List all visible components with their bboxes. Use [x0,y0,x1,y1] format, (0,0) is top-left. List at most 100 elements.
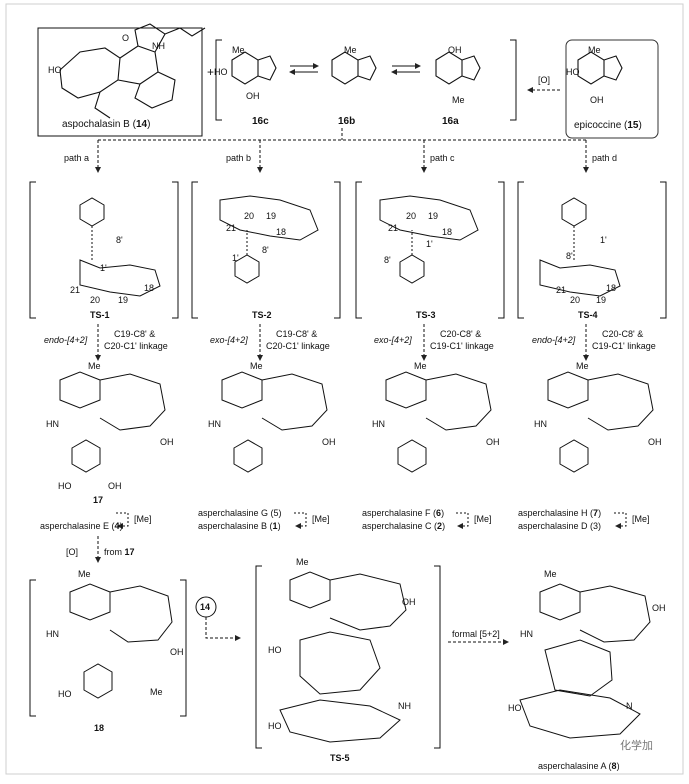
ts2-atom: 8' [262,245,269,255]
ts1-label: TS-1 [90,310,110,320]
atom-ho: HO [214,67,228,77]
ts-brackets [29,181,667,319]
reaction-b-link2: C20-C1' linkage [266,341,330,351]
ts3-atom: 19 [428,211,439,221]
ts3-atom: 21 [388,223,399,233]
atom-nh: HN [520,629,533,639]
product-17-label: 17 [93,495,104,505]
methylation-a: [Me] [134,514,152,524]
oxidation-label: [O] [538,75,551,85]
plus-sign: + [207,65,215,79]
atom-me: Me [232,45,245,55]
ts2-atom: 21 [226,223,237,233]
atom-oh: OH [170,647,184,657]
ts4-atom: 1' [600,235,607,245]
reaction-b-link1: C19-C8' & [276,329,318,339]
asperchalasine-d-label: asperchalasine D (3) [518,521,602,531]
ts1-atom: 20 [90,295,101,305]
asperchalasine-h-label: asperchalasine H (7) [518,508,602,518]
watermark: 化学加 [620,740,653,752]
atom-ho: HO [268,721,282,731]
path-b-label: path b [226,153,252,163]
ts1-atom: 1' [100,263,107,273]
asperchalasine-g-label: asperchalasine G (5) [198,508,282,518]
atom-me: Me [414,361,427,371]
reaction-c-link2: C19-C1' linkage [430,341,494,351]
atom-nh: N [626,701,633,711]
atom-nh: NH [398,701,411,711]
atom-nh: HN [534,419,547,429]
ts1-atom: 8' [116,235,123,245]
aspochalasin-label: aspochalasin B (14) [62,119,151,130]
product-sketches [59,371,654,473]
atom-me: Me [250,361,263,371]
asperchalasine-f-label: asperchalasine F (6) [362,508,445,518]
ts2-atom: 18 [276,227,287,237]
atom-oh: OH [160,437,174,447]
atom-oh: OH [402,597,416,607]
atom-oh: OH [590,95,604,105]
epicoccine-label: epicoccine (15) [574,120,642,131]
atom-oh: OH [448,45,462,55]
ts4-label: TS-4 [578,310,598,320]
reaction-a-link1: C19-C8' & [114,329,156,339]
ts3-atom: 8' [384,255,391,265]
asperchalasine-c-label: asperchalasine C (2) [362,521,446,531]
ts5-label: TS-5 [330,753,350,763]
atom-ho: HO [268,645,282,655]
reaction-d-type: endo-[4+2] [532,335,576,345]
bottom-sketches [69,571,651,743]
atom-me: Me [344,45,357,55]
reagent-14-label: 14 [200,602,211,612]
ts4-atom: 20 [570,295,581,305]
compound-18-label: 18 [94,723,105,733]
atom-nh: HN [372,419,385,429]
atom-nh: HN [46,629,59,639]
reaction-b-type: exo-[4+2] [210,335,248,345]
compound-16b-label: 16b [338,116,356,127]
ts3-label: TS-3 [416,310,436,320]
reaction-c-type: exo-[4+2] [374,335,412,345]
atom-nh: HN [208,419,221,429]
reaction-c-link1: C20-C8' & [440,329,482,339]
reaction-d-link2: C19-C1' linkage [592,341,656,351]
path-c-label: path c [430,153,455,163]
ts-sketches [79,195,621,297]
atom-me: Me [544,569,557,579]
atom-me: Me [150,687,163,697]
ts1-atom: 21 [70,285,81,295]
path-a-label: path a [64,153,90,163]
atom-me: Me [78,569,91,579]
methylation-c: [Me] [474,514,492,524]
atom-oh: OH [322,437,336,447]
atom-me: Me [88,361,101,371]
reaction-a-link2: C20-C1' linkage [104,341,168,351]
formal-cycloaddition-label: formal [5+2] [452,629,500,639]
atom-nh: NH [152,41,165,51]
asperchalasine-b-label: asperchalasine B (1) [198,521,281,531]
ts3-atom: 1' [426,239,433,249]
asperchalasine-e-label: asperchalasine E (4) [40,521,123,531]
from-label: from 17 [104,547,135,557]
atom-me: Me [576,361,589,371]
atom-ho: HO [48,65,62,75]
ts4-atom: 19 [596,295,607,305]
ts1-atom: 19 [118,295,129,305]
ts2-atom: 19 [266,211,277,221]
atom-o: O [122,33,130,43]
atom-me: Me [452,95,465,105]
oxidation-label-bottom: [O] [66,547,79,557]
ts4-atom: 8' [566,251,573,261]
atom-nh: HN [46,419,59,429]
atom-oh: OH [648,437,662,447]
asperchalasine-a-label: asperchalasine A (8) [538,761,620,771]
atom-ho: HO [508,703,522,713]
ts1-atom: 18 [144,283,155,293]
atom-ho: HO [58,689,72,699]
compound-16a-label: 16a [442,116,459,127]
atom-oh: OH [246,91,260,101]
atom-ho: HO [566,67,580,77]
reaction-a-type: endo-[4+2] [44,335,88,345]
atom-oh: OH [108,481,122,491]
